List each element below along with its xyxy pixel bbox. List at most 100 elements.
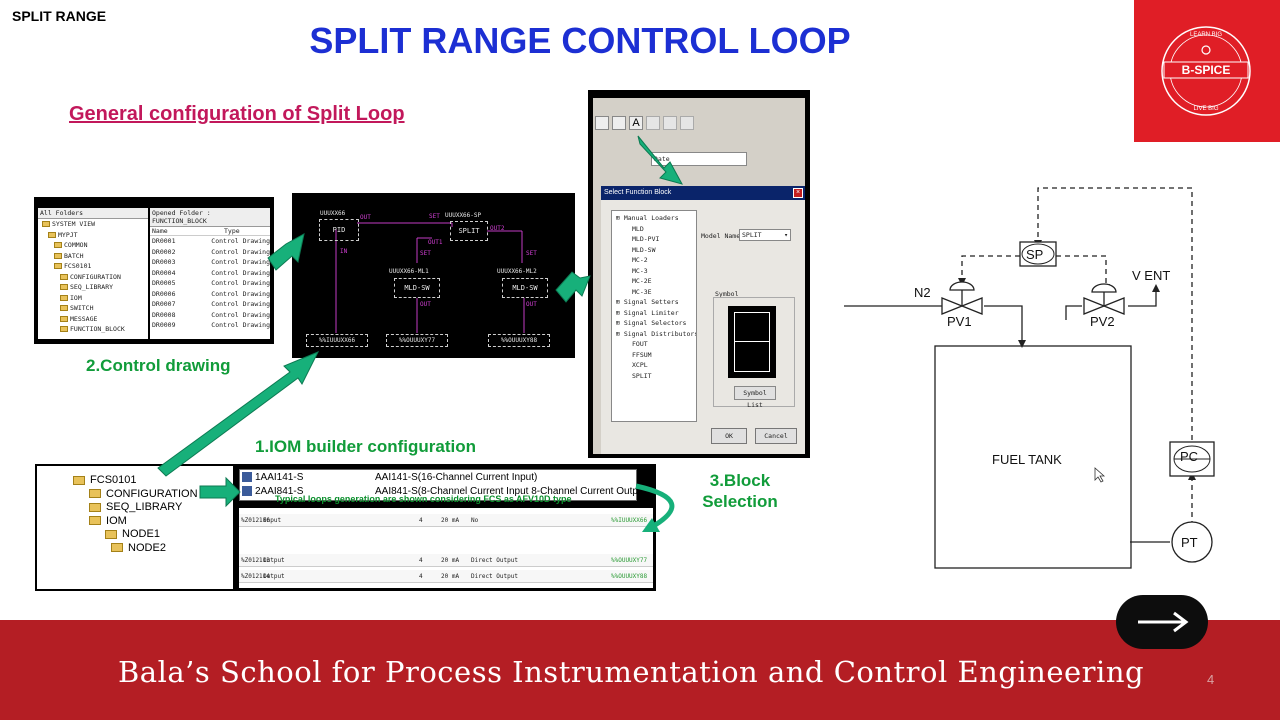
ml2-block[interactable]: UUUXX66-ML2 MLD-SW <box>497 268 548 298</box>
drawing-name: DR0006 <box>152 289 176 298</box>
folder-tree-item[interactable]: MESSAGE <box>42 314 148 325</box>
block-type-item[interactable]: MLD-PVI <box>632 235 660 243</box>
folder-tree-item[interactable]: SEQ_LIBRARY <box>42 282 148 293</box>
ok-button[interactable]: OK <box>711 428 747 444</box>
folder-tree-item[interactable]: COMMON <box>42 240 148 251</box>
block-type-item[interactable]: MC-3E <box>632 287 652 296</box>
block-type-item[interactable]: MLD <box>632 224 644 233</box>
block-type-item[interactable]: MC-3 <box>632 266 648 275</box>
dialog-titlebar: Select Function Block × <box>601 186 805 200</box>
drawing-name: DR0009 <box>152 321 176 329</box>
block-type-item[interactable]: MC-2 <box>632 256 648 264</box>
iom-tree-item[interactable]: IOM <box>89 515 127 527</box>
folder-tree-label: SEQ_LIBRARY <box>70 283 114 291</box>
folder-tree-item[interactable]: MYPJT <box>42 230 148 241</box>
block-type-item[interactable]: FOUT <box>632 340 648 348</box>
vent-line <box>1128 292 1157 307</box>
block-tool-icon[interactable] <box>612 116 626 130</box>
folder-icon <box>89 489 101 499</box>
iom-tree-item[interactable]: FCS0101 <box>73 474 137 486</box>
ml1-block[interactable]: UUUXX66-ML1 MLD-SW <box>389 268 440 298</box>
folder-icon <box>42 221 50 227</box>
folder-icon <box>60 305 68 311</box>
step2-label: 2.Control drawing <box>86 356 231 375</box>
split-block[interactable]: UUUXX66-SP SPLIT <box>445 212 488 241</box>
block-type-item[interactable]: MLD-SW <box>632 245 656 254</box>
folder-icon <box>60 315 68 322</box>
folder-tree-item[interactable]: CONFIGURATION <box>42 272 148 283</box>
pin-set-split: SET <box>429 213 440 220</box>
split-tag: UUUXX66-SP <box>445 212 482 219</box>
arrow-to-control-drawing-icon <box>267 233 305 271</box>
folder-list-pane: Opened Folder : FUNCTION_BLOCK Name Type… <box>150 208 270 339</box>
pid-block[interactable]: UUUXX66 PID <box>319 210 359 241</box>
layer-tool-icon[interactable] <box>680 116 694 130</box>
align-tool-icon[interactable] <box>646 116 660 130</box>
folder-tree-item[interactable]: SWITCH <box>42 303 148 314</box>
block-type-item[interactable]: ⊞ Signal Distributors <box>616 329 697 338</box>
folder-tree-item[interactable]: BATCH <box>42 251 148 262</box>
block-type-item[interactable]: XCPL <box>632 361 648 369</box>
module-slot: 2AAI841-S <box>255 486 304 497</box>
block-type-item[interactable]: SPLIT <box>632 371 652 380</box>
folder-tree-item[interactable]: SYSTEM VIEW <box>42 219 148 230</box>
grid-tool-icon[interactable] <box>663 116 677 130</box>
iom-tree-item[interactable]: SEQ_LIBRARY <box>89 501 182 513</box>
sp-label: SP <box>1026 247 1044 262</box>
folder-tree-item[interactable]: FUNCTION_BLOCK <box>42 324 148 335</box>
date-field[interactable]: Date <box>651 152 747 166</box>
symbol-list-button[interactable]: Symbol List <box>734 386 776 409</box>
fuel-tank-shape <box>934 345 1132 569</box>
iom-tree-label: SEQ_LIBRARY <box>103 501 183 513</box>
fuel-tank-label: FUEL TANK <box>992 452 1062 467</box>
step3-label: 3.Block Selection <box>702 471 778 511</box>
drawing-name: DR0001 <box>152 237 176 245</box>
model-name-select[interactable]: SPLIT ▾ <box>739 229 791 241</box>
channel-count: 4 <box>419 573 423 580</box>
function-block-window: A Date Select Function Block × ⊞ Manual … <box>588 90 810 458</box>
iom-tree-item[interactable]: CONFIGURATION <box>89 488 198 500</box>
block-type-item[interactable]: ⊞ Signal Setters <box>616 298 679 306</box>
pt-label: PT <box>1181 535 1198 550</box>
block-type-item[interactable]: ⊞ Signal Limiter <box>616 308 679 317</box>
module-desc: AAI141-S(16-Channel Current Input) <box>375 472 538 483</box>
block-type-item[interactable]: MC-2E <box>632 277 652 285</box>
channel-signal: 20 mA <box>441 517 460 524</box>
dialog-frame: A Date Select Function Block × ⊞ Manual … <box>593 98 805 454</box>
drawing-type: Control Drawing <box>211 300 270 308</box>
iom-tree-item[interactable]: NODE2 <box>111 542 166 554</box>
text-tool-icon[interactable]: A <box>629 116 643 130</box>
dialog-title: Select Function Block <box>604 189 672 196</box>
cancel-button[interactable]: Cancel <box>755 428 797 444</box>
ml2-label: MLD-SW <box>512 284 538 292</box>
folder-tree-label: CONFIGURATION <box>70 272 121 281</box>
iom-tree-item[interactable]: NODE1 <box>105 528 160 540</box>
block-type-item[interactable]: ⊞ Manual Loaders <box>616 214 679 222</box>
corner-tag: SPLIT RANGE <box>12 8 107 24</box>
channel-tag: %%IUUUXX66 <box>611 517 648 524</box>
dialog-close-icon[interactable]: × <box>793 188 803 198</box>
block-type-item[interactable]: FFSUM <box>632 350 652 359</box>
folder-tree-item[interactable]: FCS0101 <box>42 261 148 272</box>
folder-tree-item[interactable]: IOM <box>42 293 148 304</box>
block-type-item[interactable]: ⊞ Signal Selectors <box>616 319 687 327</box>
arrow-tool-icon[interactable] <box>595 116 609 130</box>
control-drawing-panel: UUUXX66 PID OUT IN SET UUUXX66-SP SPLIT … <box>292 193 575 358</box>
next-slide-button[interactable] <box>1116 595 1208 649</box>
